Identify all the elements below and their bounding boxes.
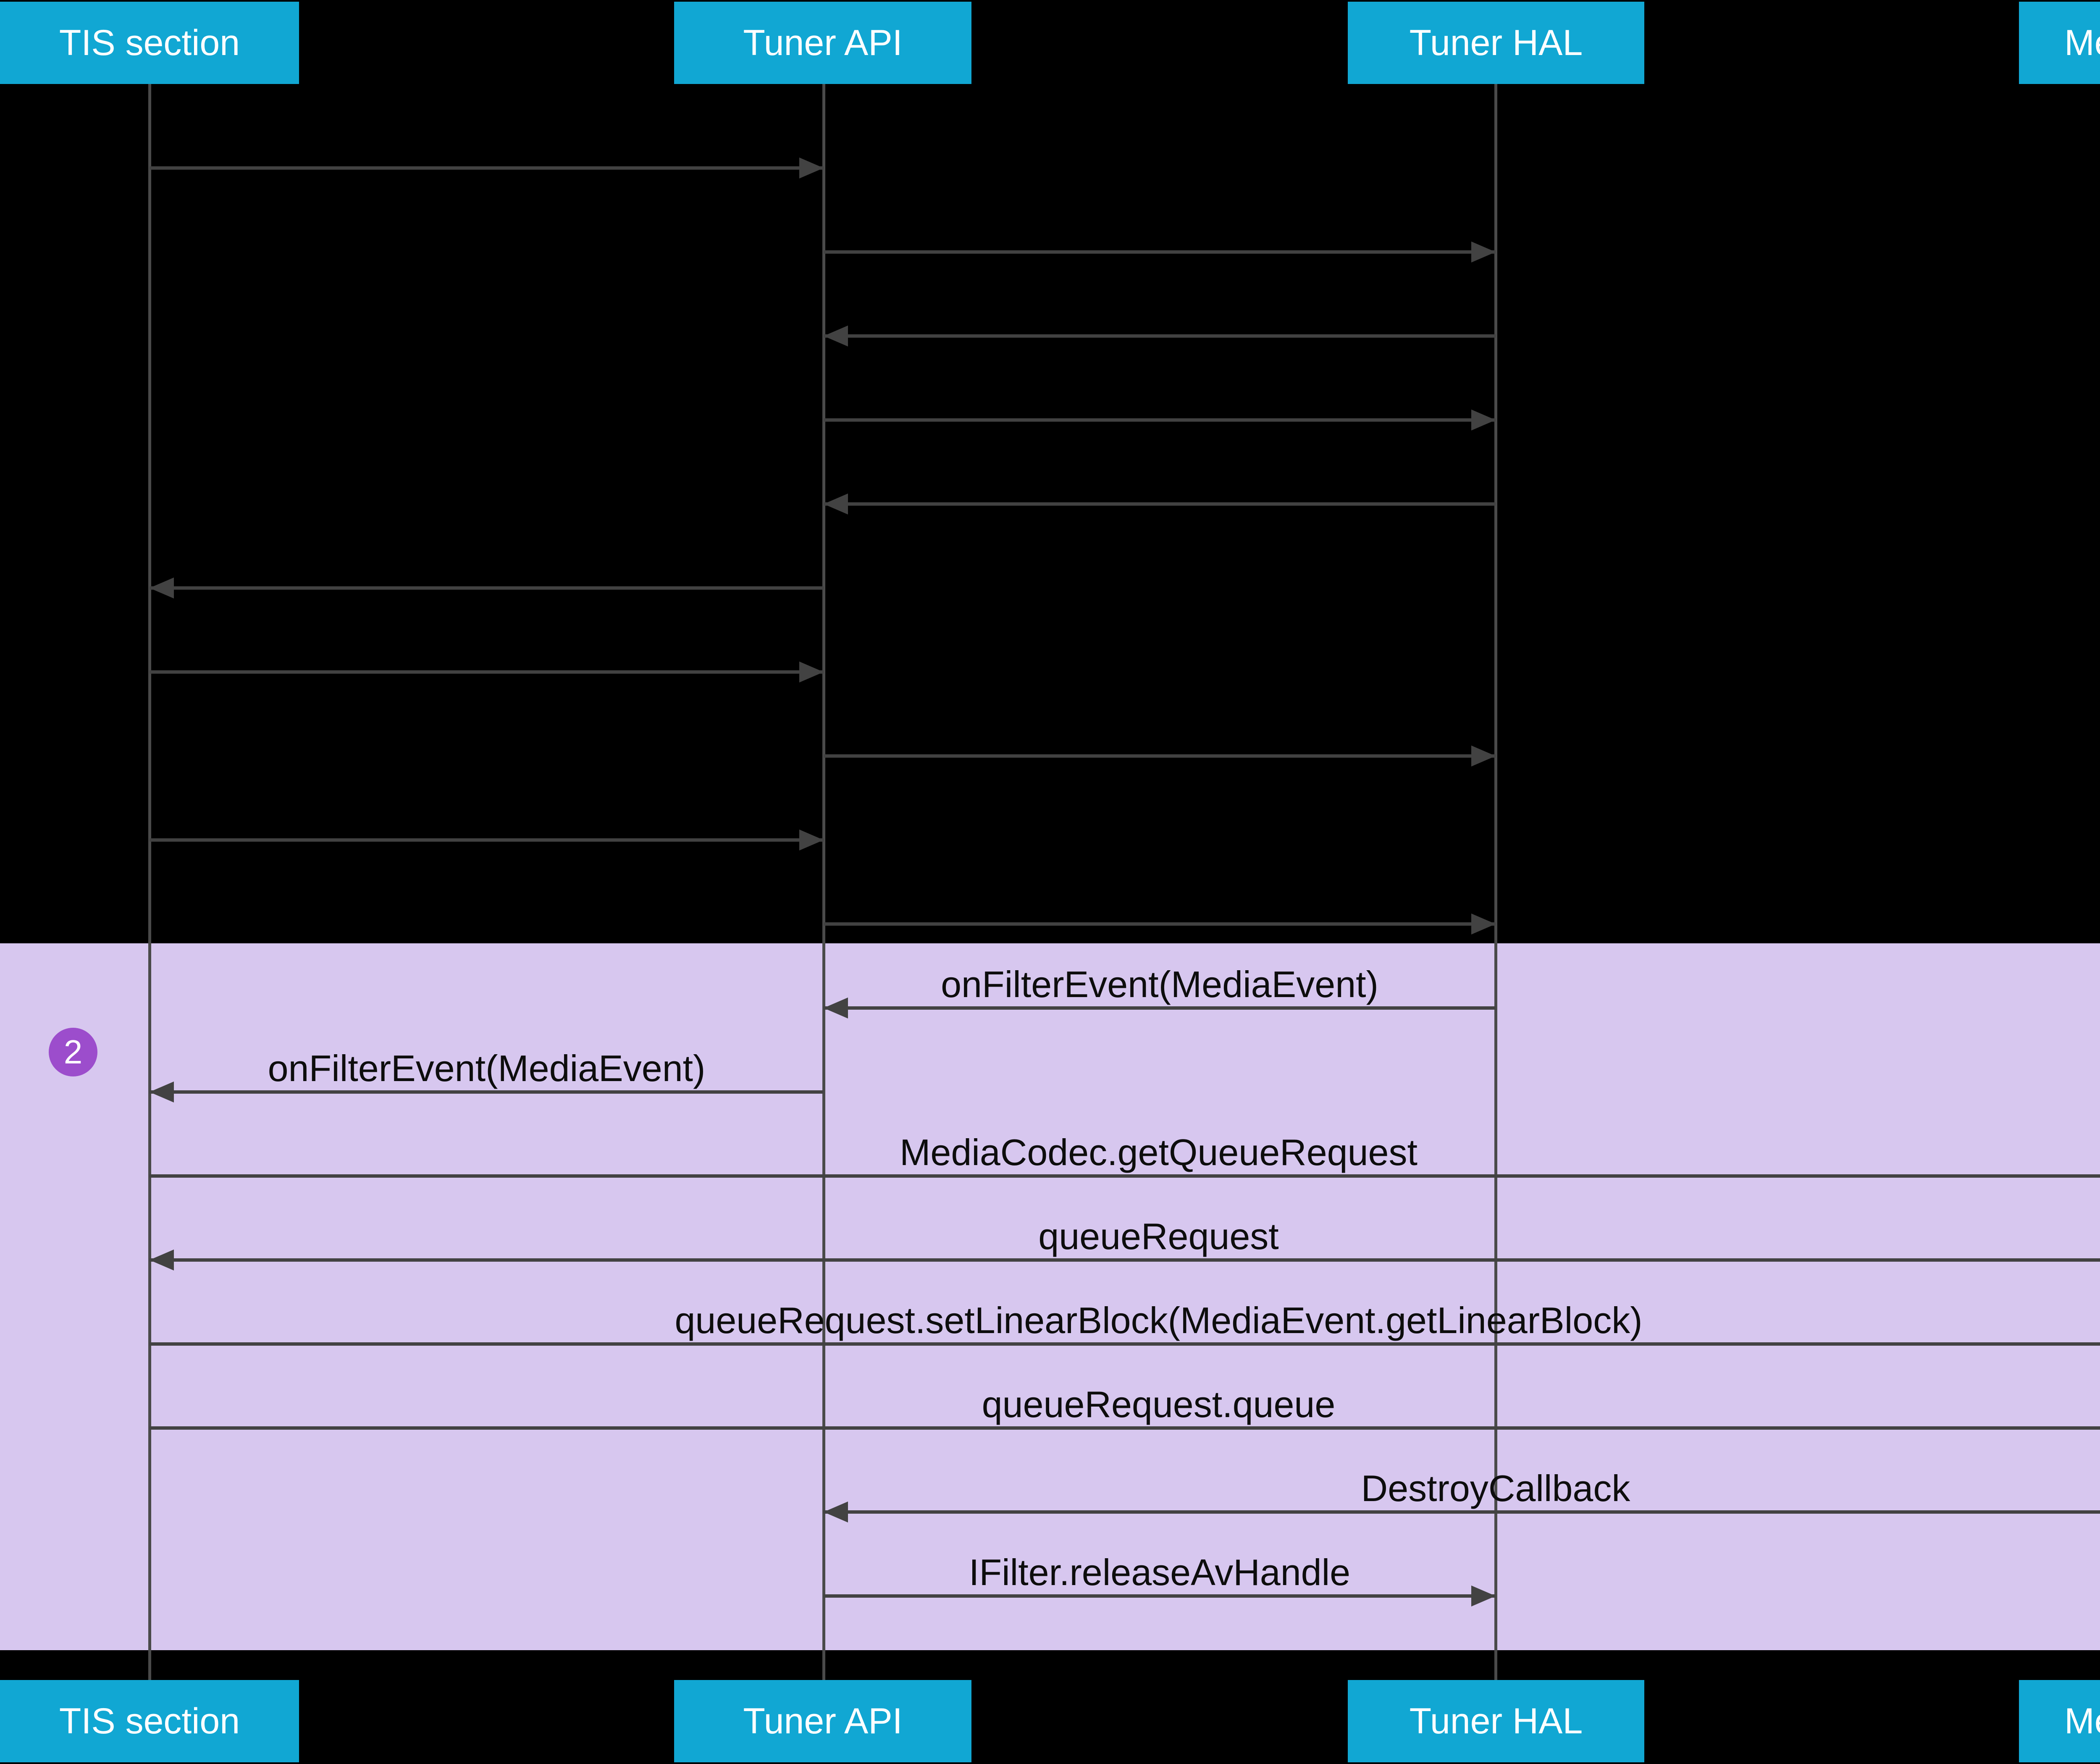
arrowhead-right-icon [799,662,824,682]
arrowhead-left-icon [150,1082,174,1102]
section-number-badge: 2 [49,1028,97,1076]
arrowhead-right-icon [799,830,824,850]
section-number: 2 [63,1033,83,1071]
participant-header-bottom-tuner-hal: Tuner HAL [1348,1680,1644,1762]
message-arrow-line [824,754,1496,758]
lifeline-tuner-api [822,84,825,1680]
message-label: IFilter.releaseAvHandle [969,1551,1351,1593]
message-arrow-line [150,1090,824,1094]
message-arrow-line [824,250,1496,254]
message-arrow-line [150,1258,2100,1262]
participant-label: Tuner API [743,1701,903,1741]
participant-label: MediaCodec [2064,22,2100,63]
participant-header-bottom-mediacodec: MediaCodec [2019,1680,2100,1762]
message-arrow-line [150,1426,2100,1430]
arrowhead-left-icon [824,326,848,346]
participant-label: MediaCodec [2064,1701,2100,1741]
lifeline-tuner-hal [1494,84,1497,1680]
arrowhead-left-icon [824,1502,848,1522]
message-arrow-line [150,838,824,842]
participant-label: Tuner HAL [1409,22,1583,63]
message-arrow-line [150,1342,2100,1346]
participant-label: Tuner HAL [1409,1701,1583,1741]
message-arrow-line [150,1174,2100,1178]
participant-label: TIS section [59,1701,240,1741]
message-arrow-line [824,922,1496,926]
message-label: MediaCodec.getQueueRequest [900,1131,1418,1173]
message-arrow-line [150,670,824,674]
message-arrow-line [824,1594,1496,1598]
arrowhead-left-icon [150,578,174,598]
participant-header-top-tis-section: TIS section [0,2,299,84]
arrowhead-right-icon [1471,410,1496,430]
arrowhead-right-icon [799,158,824,178]
message-arrow-line [824,418,1496,422]
lifeline-tis-section [148,84,151,1680]
message-label: DestroyCallback [1361,1467,1630,1509]
arrowhead-right-icon [1471,914,1496,934]
arrowhead-right-icon [1471,1586,1496,1606]
participant-label: Tuner API [743,22,903,63]
message-arrow-line [150,166,824,170]
message-arrow-line [150,586,824,590]
message-label: queueRequest.setLinearBlock(MediaEvent.g… [675,1299,1643,1341]
participant-header-bottom-tuner-api: Tuner API [674,1680,971,1762]
arrowhead-left-icon [150,1250,174,1270]
arrowhead-right-icon [1471,746,1496,766]
arrowhead-left-icon [824,998,848,1018]
message-arrow-line [824,334,1496,338]
message-label: onFilterEvent(MediaEvent) [268,1047,706,1089]
message-arrow-line [824,502,1496,506]
arrowhead-right-icon [1471,242,1496,262]
participant-header-top-tuner-hal: Tuner HAL [1348,2,1644,84]
arrowhead-left-icon [824,494,848,514]
message-arrow-line [824,1006,1496,1010]
participant-header-top-tuner-api: Tuner API [674,2,971,84]
message-label: onFilterEvent(MediaEvent) [941,963,1378,1005]
participant-header-bottom-tis-section: TIS section [0,1680,299,1762]
participant-header-top-mediacodec: MediaCodec [2019,2,2100,84]
participant-label: TIS section [59,22,240,63]
message-label: queueRequest [1038,1215,1279,1257]
message-label: queueRequest.queue [982,1383,1336,1425]
message-arrow-line [824,1510,2100,1514]
highlighted-section-background [0,943,2100,1650]
